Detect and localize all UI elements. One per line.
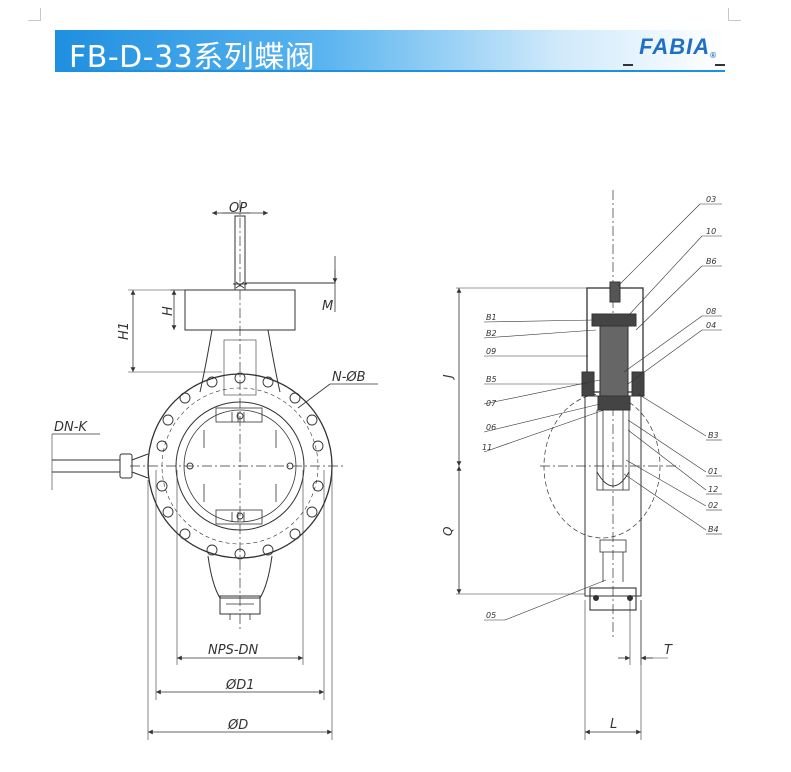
dim-d: ØD xyxy=(227,718,248,733)
top-mounting-plate xyxy=(184,289,296,331)
crop-mark-top-right xyxy=(728,8,741,21)
part-label-08: 08 xyxy=(706,307,716,316)
upper-disc-bracket xyxy=(215,407,263,423)
part-label-03: 03 xyxy=(706,195,716,204)
part-label-02: 02 xyxy=(708,501,718,510)
front-bottom-cap xyxy=(219,595,261,615)
dim-l: L xyxy=(610,717,617,732)
part-label-10: 10 xyxy=(706,227,716,236)
crop-mark-top-left xyxy=(28,8,41,21)
dim-d1: ØD1 xyxy=(225,678,255,693)
dim-q: Q xyxy=(441,527,455,536)
part-label-07: 07 xyxy=(486,399,497,408)
side-view xyxy=(456,190,722,740)
front-view xyxy=(51,200,378,740)
side-packing-gland xyxy=(591,313,637,327)
part-label-b6: B6 xyxy=(706,257,717,266)
dim-m: M xyxy=(322,299,333,314)
brand-logo-text: FABIA xyxy=(639,34,711,59)
part-label-06: 06 xyxy=(486,423,496,432)
dim-j: J xyxy=(441,374,455,380)
dim-nps-dn: NPS-DN xyxy=(208,643,259,658)
part-label-b1: B1 xyxy=(486,313,497,322)
part-label-05: 05 xyxy=(486,611,496,620)
dim-t: T xyxy=(664,643,673,658)
front-neck xyxy=(199,329,281,393)
dim-h1: H1 xyxy=(117,322,132,340)
registered-mark: ® xyxy=(710,51,717,60)
right-callout-leaders xyxy=(617,203,722,535)
side-stem-top xyxy=(609,281,621,303)
part-label-11: 11 xyxy=(482,443,492,452)
flange-bolt-holes xyxy=(156,372,324,560)
side-bottom-cap xyxy=(589,587,637,611)
dim-n-b: N-ØB xyxy=(332,370,366,385)
part-label-01: 01 xyxy=(708,467,718,476)
part-label-12: 12 xyxy=(708,485,718,494)
part-label-b3: B3 xyxy=(708,431,719,440)
part-label-04: 04 xyxy=(706,321,716,330)
side-disc-edge xyxy=(596,471,630,487)
dim-op: OP xyxy=(229,201,247,216)
side-stem-box xyxy=(599,325,629,397)
dim-h: H xyxy=(161,306,176,316)
side-body xyxy=(584,395,642,597)
front-lower-neck xyxy=(207,555,273,599)
dim-dn-k: DN-K xyxy=(54,420,88,435)
lower-disc-bracket xyxy=(215,509,263,525)
part-label-b4: B4 xyxy=(708,525,719,534)
banner-tick-marks xyxy=(623,64,725,68)
part-label-b5: B5 xyxy=(486,375,497,384)
title-banner: FB-D-33系列蝶阀 FABIA® xyxy=(55,30,725,75)
page-title: FB-D-33系列蝶阀 xyxy=(69,40,316,75)
drain-port xyxy=(119,453,133,479)
body-bore-circle xyxy=(175,401,305,531)
brand-logo: FABIA® xyxy=(639,34,717,60)
body-outer-circle xyxy=(147,373,333,559)
part-label-09: 09 xyxy=(486,347,496,356)
left-callout-leaders xyxy=(483,319,607,621)
part-label-b2: B2 xyxy=(486,329,497,338)
